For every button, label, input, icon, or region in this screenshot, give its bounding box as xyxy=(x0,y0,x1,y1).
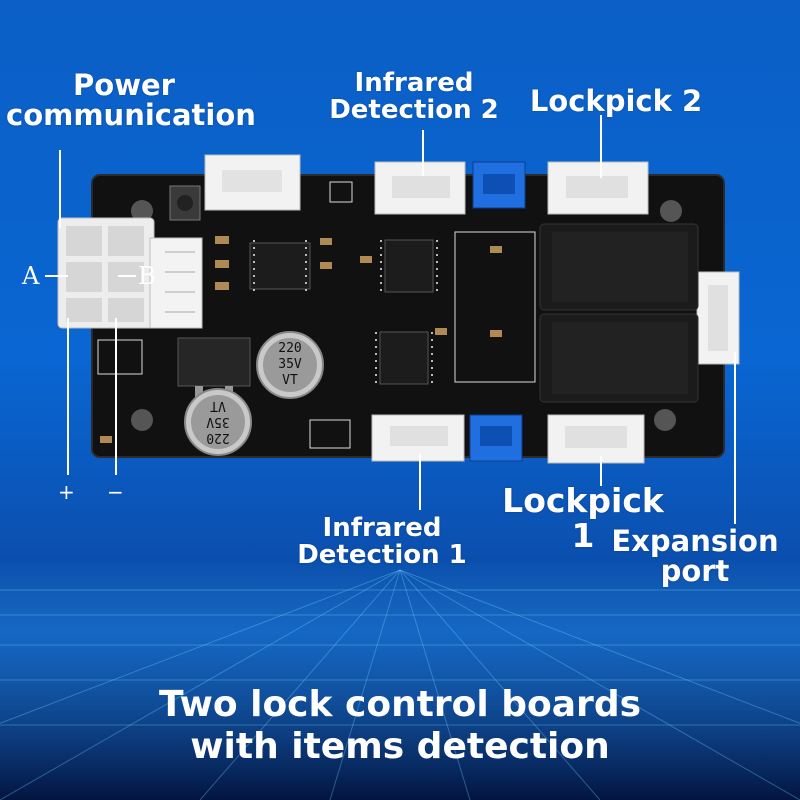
grid-lines xyxy=(0,569,800,800)
blue-connector-top xyxy=(472,161,526,209)
capacitor-value: 220 xyxy=(278,341,301,356)
callout-lines xyxy=(45,115,736,524)
connector-top-left xyxy=(204,154,301,211)
minus-label: − xyxy=(107,480,124,504)
infrared-detection-2-label: Infrared Detection 2 xyxy=(329,68,499,126)
mount-hole xyxy=(660,200,682,222)
connector-expansion xyxy=(696,271,740,365)
plus-label: + xyxy=(58,480,75,504)
expansion-port-label: Expansion port xyxy=(611,524,779,589)
electrolytic-capacitor-upper: 220 35V VT xyxy=(256,331,324,399)
power-connector xyxy=(57,217,203,329)
electrolytic-capacitor-lower: 220 35V VT xyxy=(184,388,252,456)
power-communication-label: Power communication xyxy=(6,68,256,133)
headline: Two lock control boards with items detec… xyxy=(158,684,642,767)
silkscreen-marks xyxy=(97,181,536,449)
relay-top xyxy=(539,223,699,311)
push-button xyxy=(169,185,201,221)
mount-hole xyxy=(131,409,153,431)
relay-bottom xyxy=(539,313,699,403)
infrared-detection-1-label: Infrared Detection 1 xyxy=(297,513,467,571)
capacitor-voltage: 35V xyxy=(278,357,302,372)
terminal-a-label: A xyxy=(22,262,40,290)
capacitor-value: 220 xyxy=(206,430,229,445)
connector-lockpick-1 xyxy=(547,414,645,464)
lockpick-1-label: Lockpick 1 xyxy=(502,481,664,555)
perspective-floor xyxy=(0,560,800,800)
blue-connector-bottom xyxy=(469,414,523,462)
ic-pins xyxy=(253,240,438,384)
mount-hole xyxy=(654,409,676,431)
lockpick-2-label: Lockpick 2 xyxy=(529,84,703,118)
connector-infrared-1 xyxy=(371,414,465,462)
connector-lockpick-2 xyxy=(547,161,649,215)
capacitor-type: VT xyxy=(210,398,226,413)
capacitor-voltage: 35V xyxy=(206,414,230,429)
terminal-b-label: B xyxy=(138,262,156,290)
pcb-board xyxy=(57,154,740,464)
mount-hole xyxy=(131,200,153,222)
ic-chips xyxy=(249,239,434,385)
capacitor-type: VT xyxy=(282,373,298,388)
connector-infrared-2 xyxy=(374,161,466,215)
